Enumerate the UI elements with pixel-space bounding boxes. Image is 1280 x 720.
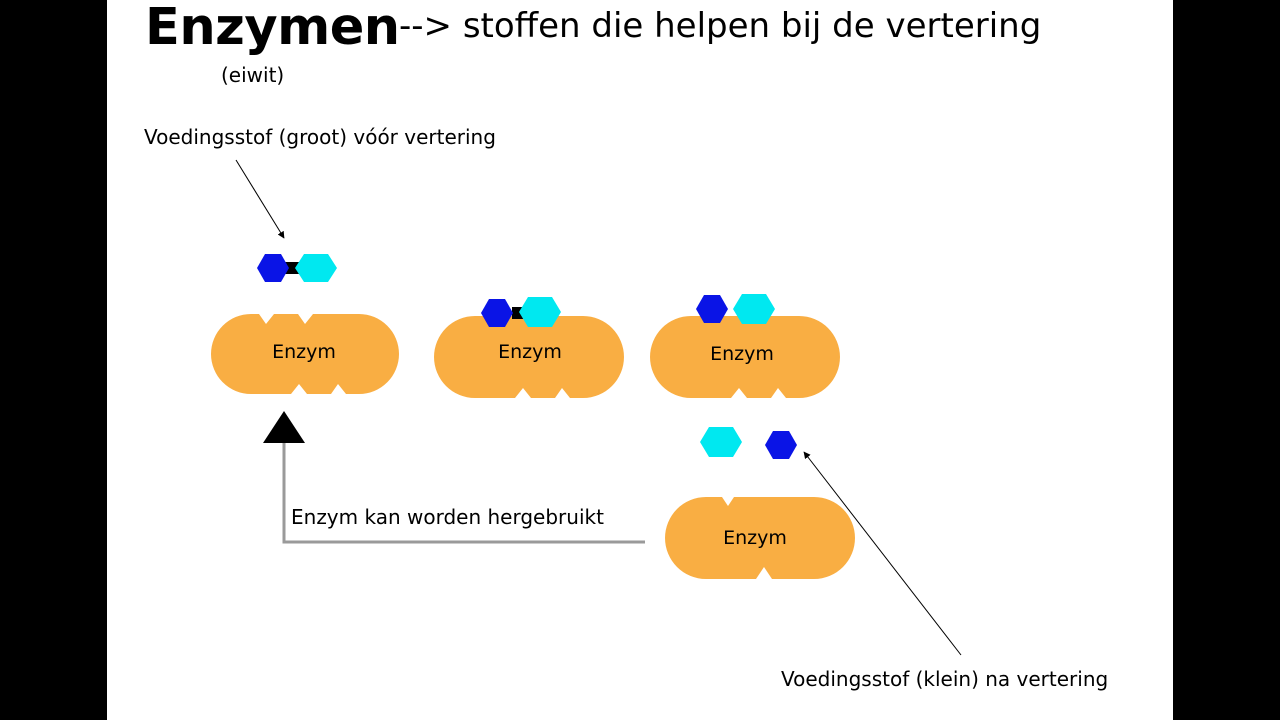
reuse-arrow-line bbox=[282, 442, 645, 544]
reuse-arrow-head bbox=[263, 411, 305, 443]
pointer-line-large bbox=[235, 159, 285, 239]
enzyme-shape-4: Enzym bbox=[665, 497, 855, 579]
hexagon-dark-3 bbox=[696, 295, 728, 323]
slide: Enzymen --> stoffen die helpen bij de ve… bbox=[107, 0, 1173, 720]
enzyme-label-4: Enzym bbox=[723, 527, 787, 549]
hexagon-dark-4 bbox=[765, 431, 797, 459]
hexagon-light-2 bbox=[519, 297, 561, 327]
enzyme-shape-3: Enzym bbox=[650, 316, 840, 398]
large-nutrient-molecule bbox=[257, 254, 337, 282]
label-small-nutrient: Voedingsstof (klein) na vertering bbox=[781, 667, 1109, 691]
enzyme-diagram: Enzym Enzym Enzym bbox=[211, 159, 962, 656]
enzyme-label-2: Enzym bbox=[498, 341, 562, 363]
bound-molecule bbox=[481, 297, 561, 327]
split-molecule-on-enzyme bbox=[696, 294, 775, 324]
slide-subtitle: --> stoffen die helpen bij de vertering bbox=[399, 6, 1042, 46]
hexagon-dark-2 bbox=[481, 299, 513, 327]
hexagon-dark-1 bbox=[257, 254, 289, 282]
title-note: (eiwit) bbox=[221, 63, 285, 87]
slide-title: Enzymen bbox=[145, 0, 400, 57]
label-large-nutrient: Voedingsstof (groot) vóór vertering bbox=[144, 125, 496, 149]
label-enzyme-reuse: Enzym kan worden hergebruikt bbox=[291, 505, 604, 529]
enzyme-shape-1: Enzym bbox=[211, 314, 399, 394]
hexagon-light-1 bbox=[295, 254, 337, 282]
enzyme-label-3: Enzym bbox=[710, 343, 774, 365]
hexagon-light-4 bbox=[700, 427, 742, 457]
bond-1 bbox=[285, 262, 299, 274]
hexagon-light-3 bbox=[733, 294, 775, 324]
small-nutrient-molecules bbox=[700, 427, 797, 459]
enzyme-shape-2: Enzym bbox=[434, 316, 624, 398]
enzyme-label-1: Enzym bbox=[272, 341, 336, 363]
pointer-line-small bbox=[803, 451, 962, 656]
